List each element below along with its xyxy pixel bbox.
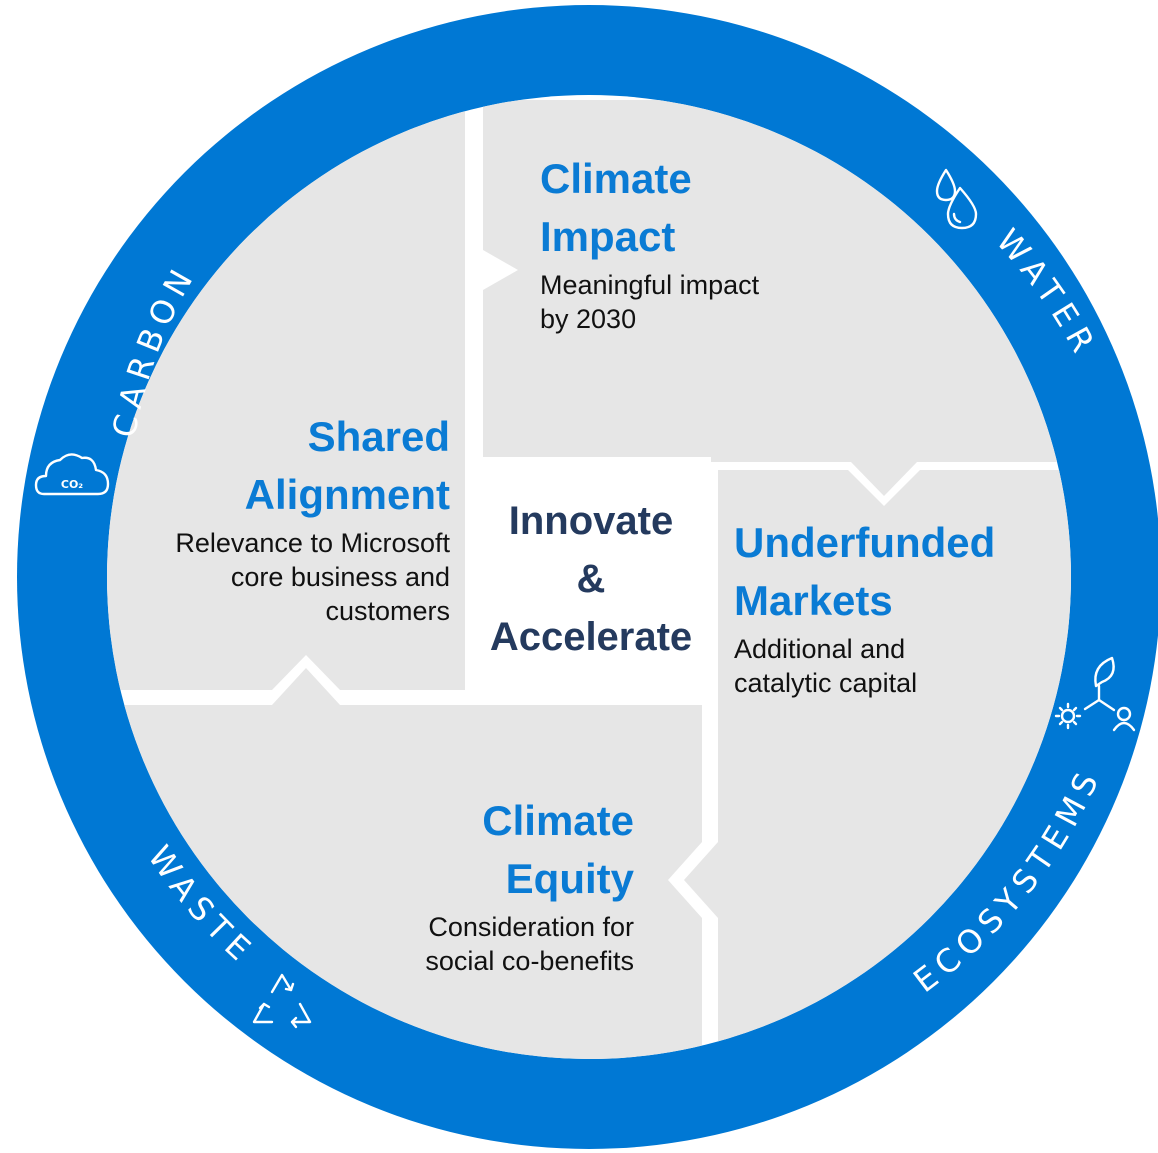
shared-alignment-desc-line2: core business and [230,562,450,592]
shared-alignment-title-line1: Shared [307,413,450,460]
underfunded-markets-desc-line1: Additional and [734,634,906,664]
cloud-co2-icon: CO₂ [34,453,110,496]
climate-equity-desc-line1: Consideration for [428,912,634,942]
climate-impact-block: Climate Impact Meaningful impact by 2030 [540,150,840,336]
svg-text:CO₂: CO₂ [61,478,83,491]
shared-alignment-desc-line1: Relevance to Microsoft [175,528,450,558]
underfunded-markets-title-line2: Markets [734,577,893,624]
shared-alignment-title-line2: Alignment [244,471,450,518]
climate-equity-title-line1: Climate [482,797,634,844]
ecosystem-network-icon [1054,656,1136,732]
shared-alignment-block: Shared Alignment Relevance to Microsoft … [120,408,450,628]
climate-impact-desc-line2: by 2030 [540,304,637,334]
climate-equity-desc-line2: social co-benefits [425,946,634,976]
center-box [468,462,714,658]
climate-equity-title-line2: Equity [505,855,634,902]
center-line1: Innovate [508,499,674,543]
climate-impact-desc-line1: Meaningful impact [540,270,760,300]
underfunded-markets-block: Underfunded Markets Additional and catal… [734,514,1054,700]
shared-alignment-desc-line3: customers [325,596,450,626]
center-line2: & [576,557,606,601]
recycle-icon [252,973,312,1029]
center-line3: Accelerate [489,615,693,659]
climate-impact-title-line1: Climate [540,155,692,202]
water-drops-icon [935,168,978,230]
climate-impact-title-line2: Impact [540,213,676,260]
center-innovate-accelerate: Innovate & Accelerate [468,492,714,666]
climate-equity-block: Climate Equity Consideration for social … [334,792,634,978]
underfunded-markets-desc-line2: catalytic capital [734,668,918,698]
underfunded-markets-title-line1: Underfunded [734,519,996,566]
